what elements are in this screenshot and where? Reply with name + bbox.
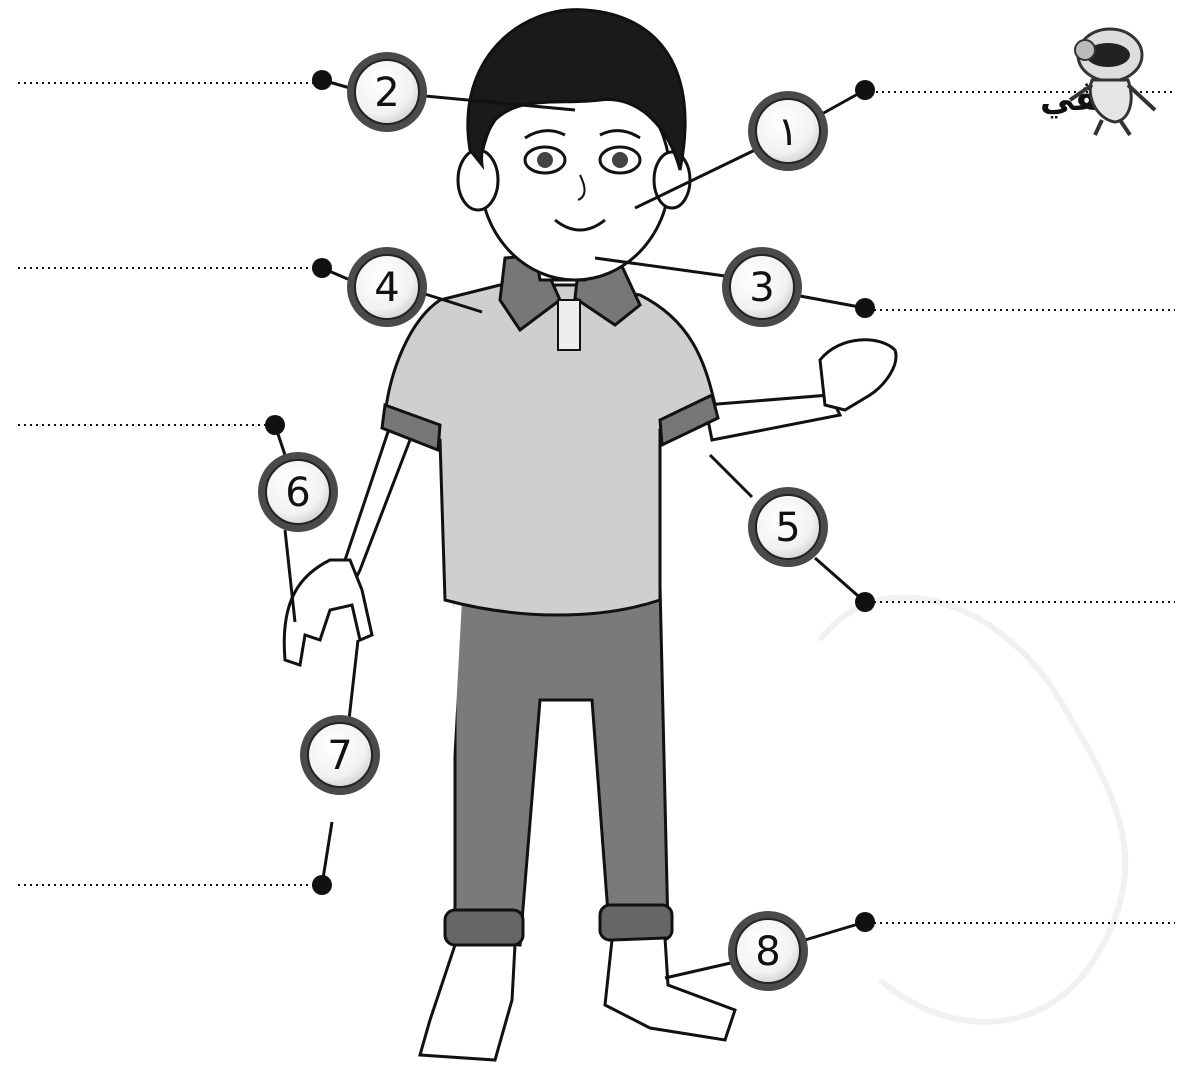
- right-pupil: [612, 152, 628, 168]
- badge-7: 7: [300, 715, 380, 795]
- dot-7: [312, 875, 332, 895]
- badge-1: ١: [748, 91, 828, 171]
- badge-7-label: 7: [327, 733, 352, 779]
- badge-8-label: 8: [755, 929, 780, 975]
- background-swirl: [820, 597, 1125, 1021]
- left-hand: [284, 560, 372, 665]
- badge-2: 2: [347, 52, 427, 132]
- dot-6: [265, 415, 285, 435]
- badge-2-label: 2: [374, 70, 399, 116]
- dot-2: [312, 70, 332, 90]
- dot-8: [855, 912, 875, 932]
- badge-5: 5: [748, 487, 828, 567]
- badge-4: 4: [347, 247, 427, 327]
- badge-5-label: 5: [775, 505, 800, 551]
- right-arm: [705, 395, 840, 440]
- left-cuff: [445, 910, 523, 945]
- left-pupil: [537, 152, 553, 168]
- badge-3-label: 3: [749, 265, 774, 311]
- right-ear: [654, 152, 690, 208]
- dot-3: [855, 298, 875, 318]
- badge-4-label: 4: [374, 265, 399, 311]
- shirt-placket: [558, 300, 580, 350]
- badge-1-label: ١: [777, 109, 798, 155]
- badge-8: 8: [728, 911, 808, 991]
- pants: [455, 585, 668, 945]
- badge-6: 6: [258, 452, 338, 532]
- left-foot: [420, 945, 515, 1060]
- dot-5: [855, 592, 875, 612]
- right-cuff: [600, 905, 672, 940]
- badge-6-label: 6: [285, 470, 310, 516]
- dot-1: [855, 80, 875, 100]
- right-hand: [820, 340, 896, 410]
- badge-3: 3: [722, 247, 802, 327]
- right-foot: [605, 938, 735, 1040]
- dot-4: [312, 258, 332, 278]
